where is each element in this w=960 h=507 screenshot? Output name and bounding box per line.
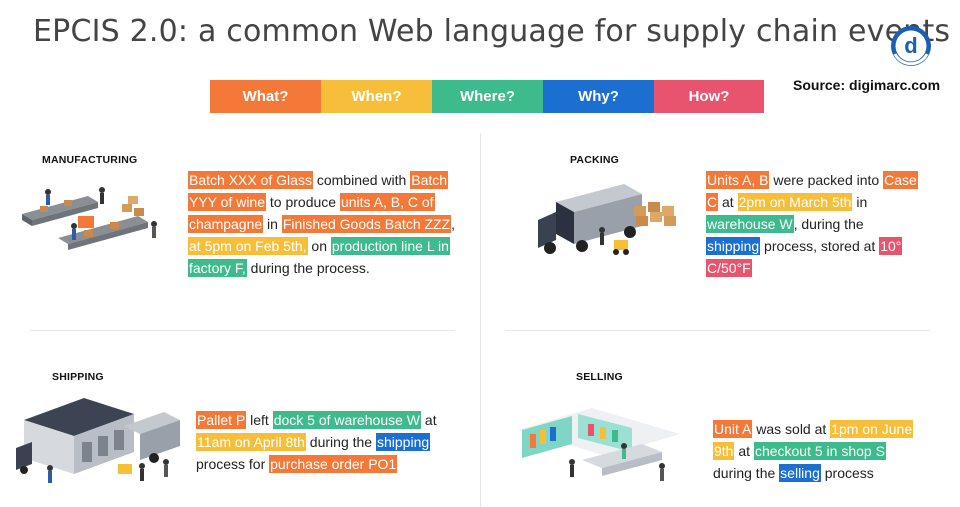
question-where: Where? <box>432 80 543 113</box>
text-segment: during the <box>305 434 376 450</box>
warehouse-truck-icon <box>16 398 180 483</box>
highlight-why: shipping <box>706 237 761 255</box>
page-title: EPCIS 2.0: a common Web language for sup… <box>33 14 951 49</box>
shop-checkout-icon <box>518 408 680 481</box>
text-segment: process, stored at <box>760 238 880 254</box>
text-segment: at <box>734 443 754 459</box>
text-segment: left <box>246 412 273 428</box>
highlight-what: Pallet P <box>196 411 247 429</box>
text-segment: at <box>421 412 437 428</box>
text-segment: combined with <box>312 172 411 188</box>
highlight-what: Finished Goods Batch ZZZ <box>281 215 452 233</box>
text-segment: at <box>718 194 738 210</box>
section-title-packing: PACKING <box>570 154 620 166</box>
description-shipping: Pallet P left dock 5 of warehouse W at 1… <box>196 409 454 475</box>
description-manufacturing: Batch XXX of Glass combined with Batch Y… <box>188 169 460 279</box>
truck-pallets-icon <box>538 184 676 255</box>
source-label: Source: digimarc.com <box>793 77 941 93</box>
description-packing: Units A, B were packed into Case C at 2p… <box>706 169 921 279</box>
horizontal-divider-right <box>505 330 930 331</box>
text-segment: was sold at <box>752 421 831 437</box>
text-segment: process <box>820 465 874 481</box>
section-title-shipping: SHIPPING <box>52 371 104 383</box>
text-segment: process for <box>196 456 270 472</box>
highlight-what: purchase order PO1 <box>269 455 398 473</box>
description-selling: Unit A was sold at 1pm on June 9th at ch… <box>713 418 927 484</box>
text-segment: during the <box>713 465 780 481</box>
text-segment: were packed into <box>769 172 884 188</box>
highlight-where: warehouse W <box>706 215 794 233</box>
question-why: Why? <box>543 80 654 113</box>
highlight-when: 11am on April 8th <box>196 433 306 451</box>
vertical-divider <box>480 133 481 507</box>
question-what: What? <box>210 80 321 113</box>
section-title-manufacturing: MANUFACTURING <box>42 154 138 166</box>
logo-letter: d <box>904 33 917 58</box>
question-how: How? <box>654 80 764 113</box>
highlight-what: Batch XXX of Glass <box>188 171 313 189</box>
text-segment: on <box>307 238 331 254</box>
factory-conveyor-icon <box>22 187 157 250</box>
digimarc-logo-icon: d <box>891 26 931 66</box>
section-title-selling: SELLING <box>576 371 623 383</box>
highlight-where: dock 5 of warehouse W <box>272 411 422 429</box>
text-segment: , <box>451 216 456 232</box>
highlight-where: checkout 5 in shop S <box>753 442 886 460</box>
text-segment: during the process. <box>246 260 370 276</box>
text-segment: in <box>852 194 868 210</box>
text-segment: , during the <box>793 216 864 232</box>
highlight-why: shipping <box>375 433 431 451</box>
question-when: When? <box>321 80 432 113</box>
highlight-why: selling <box>779 464 821 482</box>
highlight-what: Unit A <box>713 420 753 438</box>
highlight-when: at 5pm on Feb 5th, <box>188 237 308 255</box>
text-segment: to produce <box>266 194 340 210</box>
question-bar: What? When? Where? Why? How? <box>210 80 764 113</box>
text-segment: in <box>263 216 282 232</box>
highlight-what: Units A, B <box>706 171 770 189</box>
highlight-when: 2pm on March 5th <box>737 193 853 211</box>
horizontal-divider-left <box>30 330 455 331</box>
